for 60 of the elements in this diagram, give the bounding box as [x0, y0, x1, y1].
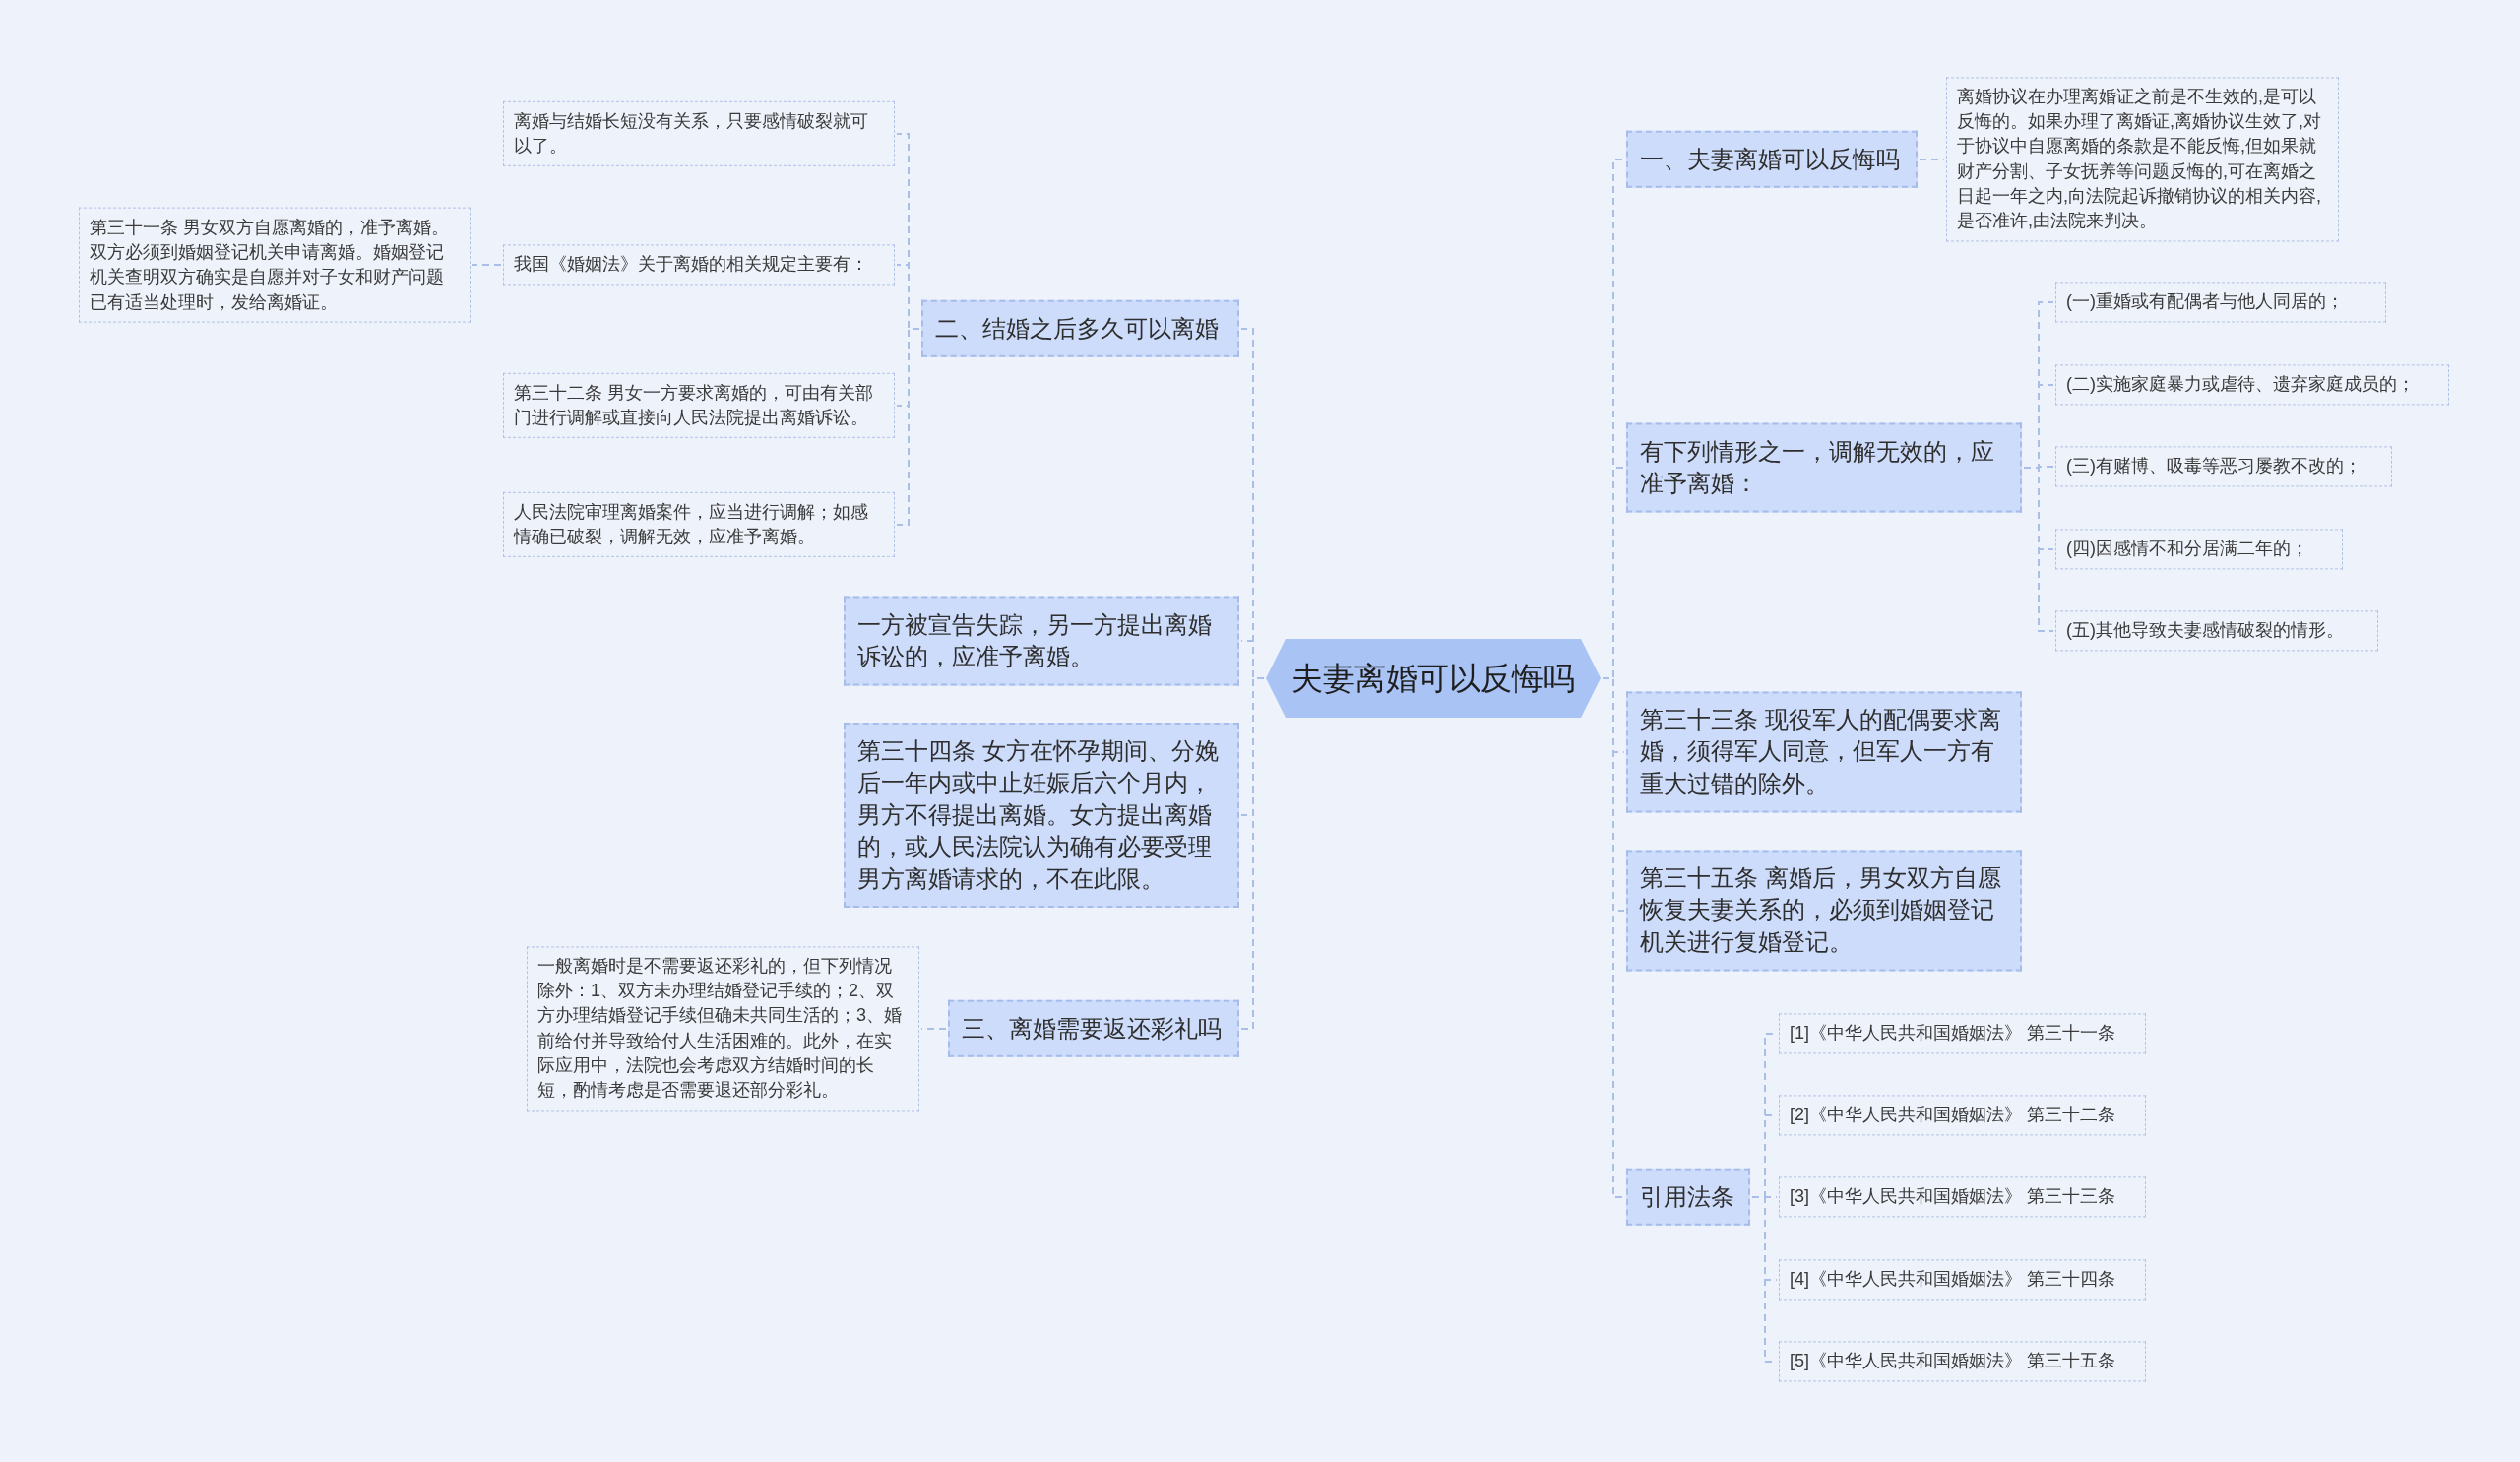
- branch-card: [1626, 422, 2022, 513]
- connector-line: [2023, 467, 2054, 632]
- topic-title: 夫妻离婚可以反悔吗: [1292, 659, 1575, 698]
- note-text: [1]《中华人民共和国婚姻法》 第三十一条: [1790, 1022, 2115, 1046]
- connector-line: [1919, 159, 1945, 160]
- branch-card: [1626, 1168, 1750, 1227]
- branch-card: [1626, 850, 2022, 972]
- note-text: (五)其他导致夫妻感情破裂的情形。: [2066, 619, 2344, 643]
- note-text: [4]《中华人民共和国婚姻法》 第三十四条: [1790, 1268, 2115, 1292]
- note-card: [1779, 1341, 2146, 1382]
- note-text: 离婚协议在办理离婚证之前是不生效的,是可以反悔的。如果办理了离婚证,离婚协议生效了,对于协议中自愿离婚的条款是不能反悔,但如果就财产分割、子女抚养等问题反悔的,可在离婚之日起一年之内,向法院起诉撤销协议的相关内容,是否准许,由法院来判决。: [1957, 86, 2322, 233]
- branch-card: [844, 596, 1239, 686]
- branch-text: 三、离婚需要返还彩礼吗: [962, 1013, 1222, 1044]
- note-card: [503, 100, 895, 167]
- note-card: [503, 491, 895, 558]
- connector-line: [1240, 677, 1265, 1030]
- central-topic: [1266, 639, 1601, 718]
- note-card: [2055, 364, 2449, 406]
- note-text: [3]《中华人民共和国婚姻法》 第三十三条: [1790, 1185, 2115, 1209]
- note-card: [503, 372, 895, 439]
- branch-text: 有下列情形之一，调解无效的，应准予离婚：: [1640, 436, 1995, 498]
- note-text: [5]《中华人民共和国婚姻法》 第三十五条: [1790, 1350, 2115, 1373]
- note-text: 第三十一条 男女双方自愿离婚的，准予离婚。双方必须到婚姻登记机关申请离婚。婚姻登记机关查明双方确实是自愿并对子女和财产问题已有适当处理时，发给离婚证。: [90, 216, 450, 314]
- note-card: [527, 946, 919, 1112]
- branch-text: 第三十五条 离婚后，男女双方自愿恢复夫妻关系的，必须到婚姻登记机关进行复婚登记。: [1640, 863, 2002, 958]
- branch-card: [844, 723, 1239, 908]
- note-text: 第三十二条 男女一方要求离婚的，可由有关部门进行调解或直接向人民法院提出离婚诉讼。: [514, 381, 874, 429]
- branch-card: [1626, 130, 1918, 189]
- note-card: [2055, 282, 2386, 323]
- note-text: (一)重婚或有配偶者与他人同居的；: [2066, 290, 2344, 314]
- connector-line: [896, 328, 920, 526]
- note-card: [1779, 1095, 2146, 1136]
- note-card: [1946, 77, 2339, 242]
- note-card: [1779, 1176, 2146, 1218]
- note-text: 一般离婚时是不需要返还彩礼的，但下列情况除外：1、双方未办理结婚登记手续的；2、双方办理结婚登记手续但确未共同生活的；3、婚前给付并导致给付人生活困难的。此外，在实际应用中，法院也会考虑双方结婚时间的长短，酌情考虑是否需要退还部分彩礼。: [537, 955, 903, 1103]
- connector-line: [920, 1028, 947, 1030]
- note-text: 人民法院审理离婚案件，应当进行调解；如感情确已破裂，调解无效，应准予离婚。: [514, 500, 869, 548]
- note-text: (四)因感情不和分居满二年的；: [2066, 538, 2308, 561]
- branch-text: 第三十四条 女方在怀孕期间、分娩后一年内或中止妊娠后六个月内，男方不得提出离婚。女方提出离婚的，或人民法院认为确有必要受理男方离婚请求的，不在此限。: [857, 736, 1220, 894]
- branch-text: 一、夫妻离婚可以反悔吗: [1640, 144, 1900, 174]
- note-text: [2]《中华人民共和国婚姻法》 第三十二条: [1790, 1104, 2115, 1127]
- branch-card: [921, 299, 1239, 358]
- branch-text: 引用法条: [1640, 1181, 1734, 1212]
- branch-card: [1626, 691, 2022, 813]
- note-card: [2055, 446, 2392, 487]
- branch-card: [948, 999, 1239, 1058]
- note-text: (三)有赌博、吸毒等恶习屡教不改的；: [2066, 455, 2362, 478]
- note-card: [79, 207, 471, 323]
- note-card: [2055, 529, 2343, 570]
- branch-text: 一方被宣告失踪，另一方提出离婚诉讼的，应准予离婚。: [857, 609, 1213, 671]
- note-text: 我国《婚姻法》关于离婚的相关规定主要有：: [514, 253, 868, 277]
- branch-text: 第三十三条 现役军人的配偶要求离婚，须得军人同意，但军人一方有重大过错的除外。: [1640, 705, 2002, 799]
- connector-line: [472, 264, 502, 266]
- note-card: [2055, 610, 2378, 652]
- note-card: [1779, 1259, 2146, 1301]
- note-card: [1779, 1013, 2146, 1054]
- note-text: (二)实施家庭暴力或虐待、遗弃家庭成员的；: [2066, 373, 2415, 397]
- note-card: [503, 244, 895, 286]
- branch-text: 二、结婚之后多久可以离婚: [935, 313, 1219, 344]
- note-text: 离婚与结婚长短没有关系，只要感情破裂就可以了。: [514, 109, 869, 158]
